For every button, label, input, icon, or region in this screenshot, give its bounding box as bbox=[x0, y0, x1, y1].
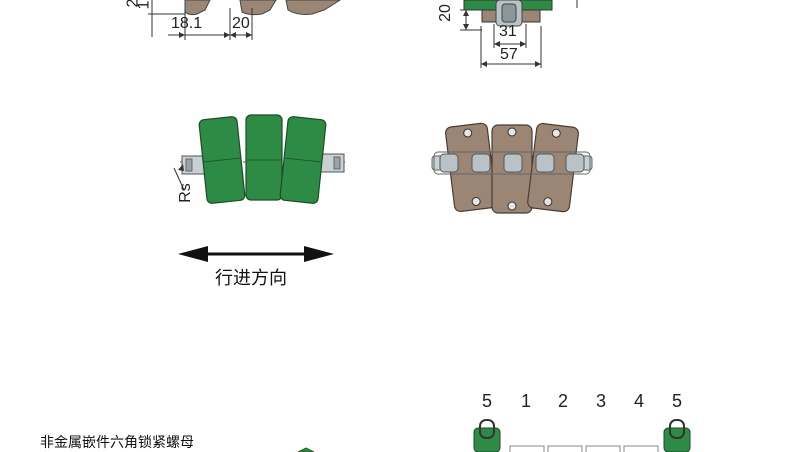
direction-label: 行进方向 bbox=[215, 268, 287, 289]
position-number-1: 5 bbox=[482, 391, 493, 411]
dimension-31: 31 bbox=[499, 23, 517, 40]
dimension-cut-1: 1 bbox=[135, 0, 153, 10]
green-chain-curve-view bbox=[173, 114, 345, 204]
brown-chain-curve-view bbox=[431, 122, 593, 214]
top-right-chain-view bbox=[460, 0, 578, 68]
dimension-57: 57 bbox=[500, 46, 518, 63]
dimension-18-1: 18.1 bbox=[171, 15, 203, 32]
bottom-left-fragment bbox=[297, 447, 315, 452]
position-number-3: 2 bbox=[558, 391, 569, 411]
position-number-5: 4 bbox=[634, 391, 645, 411]
direction-arrow bbox=[178, 246, 334, 262]
top-left-chain-view bbox=[148, 0, 341, 40]
position-number-6: 5 bbox=[672, 391, 683, 411]
dimension-20-left: 20 bbox=[232, 15, 250, 32]
position-number-4: 3 bbox=[596, 391, 607, 411]
position-number-2: 1 bbox=[521, 391, 532, 411]
rs-label: Rs bbox=[176, 183, 194, 203]
bottom-right-numbered-row bbox=[473, 419, 691, 452]
insert-nut-label: 非金属嵌件六角锁紧螺母 bbox=[40, 435, 194, 451]
dimension-20-right: 20 bbox=[436, 4, 454, 22]
